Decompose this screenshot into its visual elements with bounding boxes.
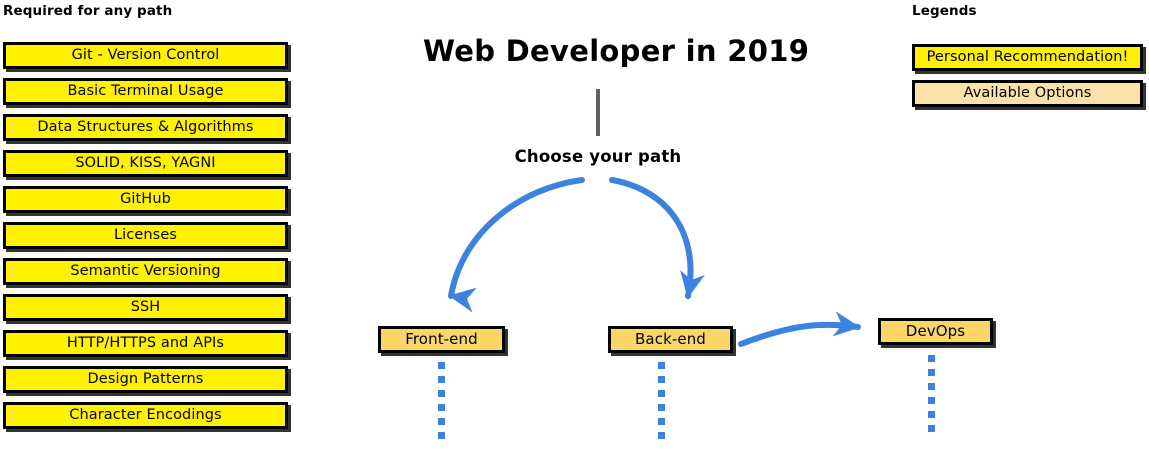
legend-item-personal-recommendation: Personal Recommendation! bbox=[912, 44, 1143, 71]
trail-dot bbox=[658, 432, 665, 439]
legend-items-list: Personal Recommendation! Available Optio… bbox=[912, 44, 1147, 116]
path-node-frontend[interactable]: Front-end bbox=[378, 326, 505, 353]
required-skill-item[interactable]: SSH bbox=[3, 294, 288, 321]
trail-dot bbox=[438, 404, 445, 411]
legend-item-available-options: Available Options bbox=[912, 80, 1143, 107]
required-skills-list: Git - Version Control Basic Terminal Usa… bbox=[3, 42, 291, 438]
required-skill-item[interactable]: Git - Version Control bbox=[3, 42, 288, 69]
legend-heading: Legends bbox=[912, 3, 977, 19]
connector-choose-to-backend bbox=[609, 177, 705, 299]
choose-path-label: Choose your path bbox=[514, 147, 682, 166]
required-skill-item[interactable]: Character Encodings bbox=[3, 402, 288, 429]
trail-dot bbox=[928, 355, 935, 362]
trail-dot bbox=[438, 376, 445, 383]
required-skill-item[interactable]: Basic Terminal Usage bbox=[3, 78, 288, 105]
required-skill-item[interactable]: Semantic Versioning bbox=[3, 258, 288, 285]
required-skill-item[interactable]: Design Patterns bbox=[3, 366, 288, 393]
path-node-backend[interactable]: Back-end bbox=[608, 326, 733, 353]
trail-dot bbox=[928, 383, 935, 390]
required-skill-item[interactable]: GitHub bbox=[3, 186, 288, 213]
required-skill-item[interactable]: SOLID, KISS, YAGNI bbox=[3, 150, 288, 177]
legend-column: Legends Personal Recommendation! Availab… bbox=[910, 0, 1149, 107]
required-skill-item[interactable]: Data Structures & Algorithms bbox=[3, 114, 288, 141]
dotted-trail-backend bbox=[658, 362, 665, 446]
required-skills-column: Required for any path Git - Version Cont… bbox=[0, 0, 300, 429]
title-stem-line bbox=[596, 89, 600, 136]
required-skill-item[interactable]: Licenses bbox=[3, 222, 288, 249]
trail-dot bbox=[438, 362, 445, 369]
trail-dot bbox=[658, 376, 665, 383]
path-node-devops[interactable]: DevOps bbox=[878, 318, 993, 345]
trail-dot bbox=[928, 411, 935, 418]
trail-dot bbox=[438, 418, 445, 425]
trail-dot bbox=[438, 432, 445, 439]
trail-dot bbox=[928, 369, 935, 376]
trail-dot bbox=[438, 390, 445, 397]
dotted-trail-frontend bbox=[438, 362, 445, 446]
trail-dot bbox=[658, 418, 665, 425]
page-title: Web Developer in 2019 bbox=[423, 34, 810, 68]
connector-choose-to-frontend bbox=[448, 177, 585, 313]
required-skills-heading: Required for any path bbox=[3, 3, 173, 19]
dotted-trail-devops bbox=[928, 355, 935, 439]
trail-dot bbox=[928, 425, 935, 432]
required-skill-item[interactable]: HTTP/HTTPS and APIs bbox=[3, 330, 288, 357]
trail-dot bbox=[658, 390, 665, 397]
connector-backend-to-devops bbox=[738, 311, 861, 347]
trail-dot bbox=[658, 362, 665, 369]
trail-dot bbox=[658, 404, 665, 411]
trail-dot bbox=[928, 397, 935, 404]
